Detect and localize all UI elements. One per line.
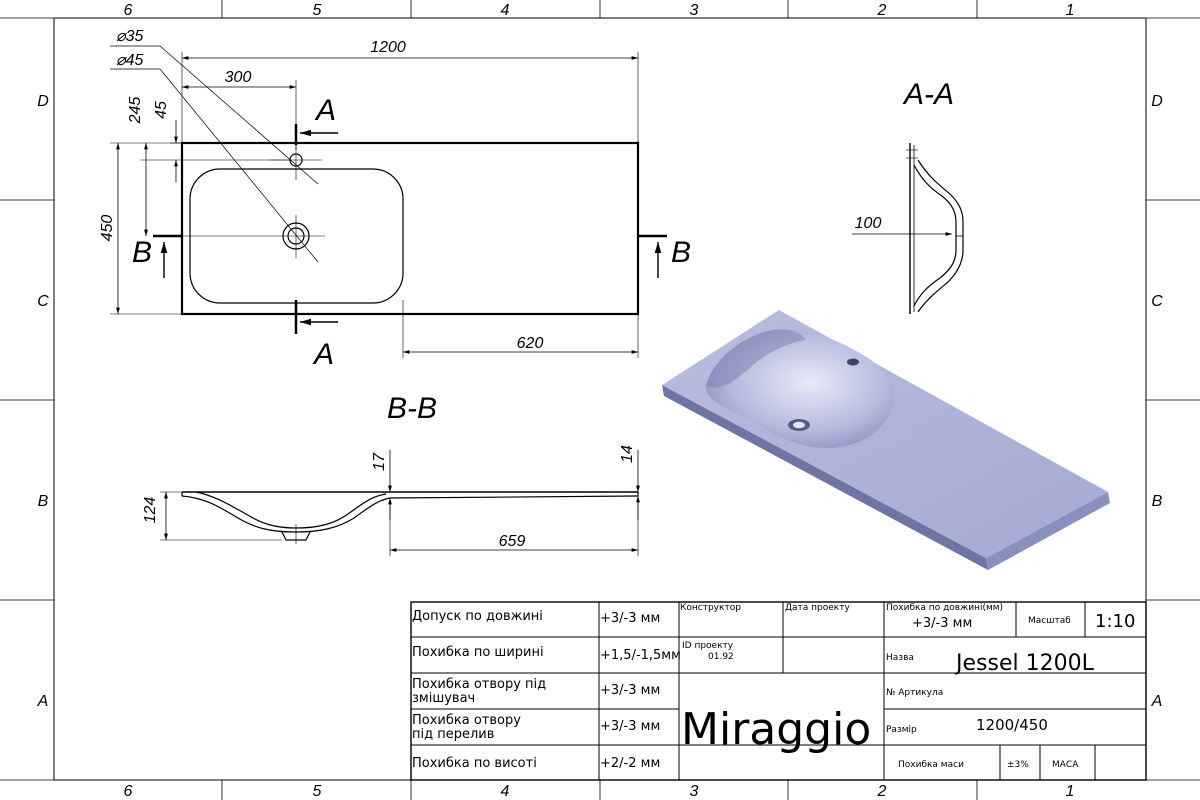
size-label: Размір bbox=[886, 725, 917, 735]
dim-drain-hole: ⌀45 bbox=[116, 52, 144, 69]
section-bb-title: B-B bbox=[387, 392, 437, 425]
section-label-b-left: B bbox=[132, 236, 152, 269]
plan-outline bbox=[180, 141, 640, 316]
mass-tol-label: Похибка маси bbox=[898, 760, 964, 770]
title-block bbox=[410, 601, 1147, 781]
row-label-right: A bbox=[1151, 693, 1163, 710]
designer-label: Конструктор bbox=[680, 603, 741, 613]
plan-view bbox=[110, 45, 667, 358]
row-label-left: D bbox=[37, 93, 49, 110]
section-bb-thickness-right: 14 bbox=[619, 445, 636, 463]
col-label-top: 2 bbox=[877, 2, 887, 19]
render-3d bbox=[662, 310, 1110, 570]
section-bb-height: 124 bbox=[142, 497, 159, 524]
article-label: № Артикула bbox=[886, 688, 943, 698]
dim-overall-width: 450 bbox=[99, 215, 116, 242]
row-label-right: B bbox=[1152, 493, 1163, 510]
row-label-left: A bbox=[37, 693, 49, 710]
section-aa-depth: 100 bbox=[855, 215, 882, 232]
brand-logo: Miraggio bbox=[681, 704, 871, 755]
col-label-bottom: 6 bbox=[124, 783, 133, 800]
tol-value: +3/-3 мм bbox=[600, 719, 660, 734]
project-id-value: 01.92 bbox=[708, 652, 734, 662]
row-label-left: C bbox=[37, 293, 49, 310]
col-label-top: 3 bbox=[690, 2, 699, 19]
material-value: МАСА bbox=[1052, 760, 1079, 770]
section-bb-text: B-B 124 17 14 659 bbox=[142, 392, 636, 550]
dim-overall-length: 1200 bbox=[370, 39, 406, 56]
dim-drain-offset: 45 bbox=[153, 101, 170, 119]
tol-label: Похибка отвору bbox=[412, 713, 521, 728]
col-label-top: 6 bbox=[124, 2, 133, 19]
project-id-label: ID проекту bbox=[682, 641, 734, 651]
scale-label: Масштаб bbox=[1028, 616, 1071, 626]
col-label-bottom: 1 bbox=[1066, 783, 1075, 800]
tol-value: +2/-2 мм bbox=[600, 756, 660, 771]
name-label: Назва bbox=[886, 653, 914, 663]
dim-shelf-length: 620 bbox=[517, 335, 544, 352]
row-label-left: B bbox=[38, 493, 49, 510]
col-label-bottom: 2 bbox=[877, 783, 887, 800]
tol-label: Похибка по висоті bbox=[412, 756, 537, 771]
section-label-a-top: A bbox=[314, 94, 336, 127]
tol-value: +3/-3 мм bbox=[600, 611, 660, 626]
dim-mixer-from-edge: 245 bbox=[127, 97, 144, 125]
col-label-bottom: 3 bbox=[690, 783, 699, 800]
tol-label: змішувач bbox=[412, 691, 475, 706]
section-label-a-bottom: A bbox=[312, 338, 334, 371]
mass-tol-value: ±3% bbox=[1007, 760, 1029, 770]
section-aa bbox=[852, 143, 964, 314]
plan-dimensions-text: 1200 300 450 245 45 ⌀35 ⌀45 620 A A B B bbox=[99, 28, 691, 371]
project-date-label: Дата проекту bbox=[785, 603, 850, 613]
length-tol-value: +3/-3 мм bbox=[912, 616, 972, 631]
dim-mixer-offset: 300 bbox=[225, 69, 252, 86]
scale-value: 1:10 bbox=[1095, 611, 1135, 632]
col-label-bottom: 5 bbox=[313, 783, 322, 800]
col-label-bottom: 4 bbox=[501, 783, 510, 800]
col-label-top: 5 bbox=[313, 2, 322, 19]
section-bb-thickness-left: 17 bbox=[371, 452, 388, 471]
dim-mixer-hole: ⌀35 bbox=[116, 28, 144, 45]
section-bb-shelf: 659 bbox=[499, 533, 526, 550]
name-value: Jessel 1200L bbox=[954, 651, 1095, 676]
section-aa-text: A-A 100 bbox=[855, 78, 954, 232]
tol-label: Допуск по довжині bbox=[412, 609, 543, 624]
length-tol-label: Похибка по довжині(мм) bbox=[886, 603, 1003, 613]
tol-label: під перелив bbox=[412, 727, 494, 742]
tol-value: +3/-3 мм bbox=[600, 683, 660, 698]
col-label-top: 4 bbox=[501, 2, 510, 19]
zone-labels: 6 5 4 3 2 1 6 5 4 3 2 1 D C B A D C B A bbox=[37, 2, 1164, 800]
col-label-top: 1 bbox=[1066, 2, 1075, 19]
size-value: 1200/450 bbox=[976, 716, 1048, 734]
row-label-right: C bbox=[1151, 293, 1163, 310]
tol-label: Похибка по ширині bbox=[412, 645, 544, 660]
row-label-right: D bbox=[1151, 93, 1163, 110]
section-bb bbox=[160, 450, 640, 556]
section-label-b-right: B bbox=[671, 236, 691, 269]
title-block-text: Допуск по довжині +3/-3 мм Похибка по ши… bbox=[412, 603, 1135, 771]
section-aa-title: A-A bbox=[902, 78, 954, 111]
tol-label: Похибка отвору під bbox=[412, 677, 546, 692]
tol-value: +1,5/-1,5мм bbox=[600, 648, 681, 663]
